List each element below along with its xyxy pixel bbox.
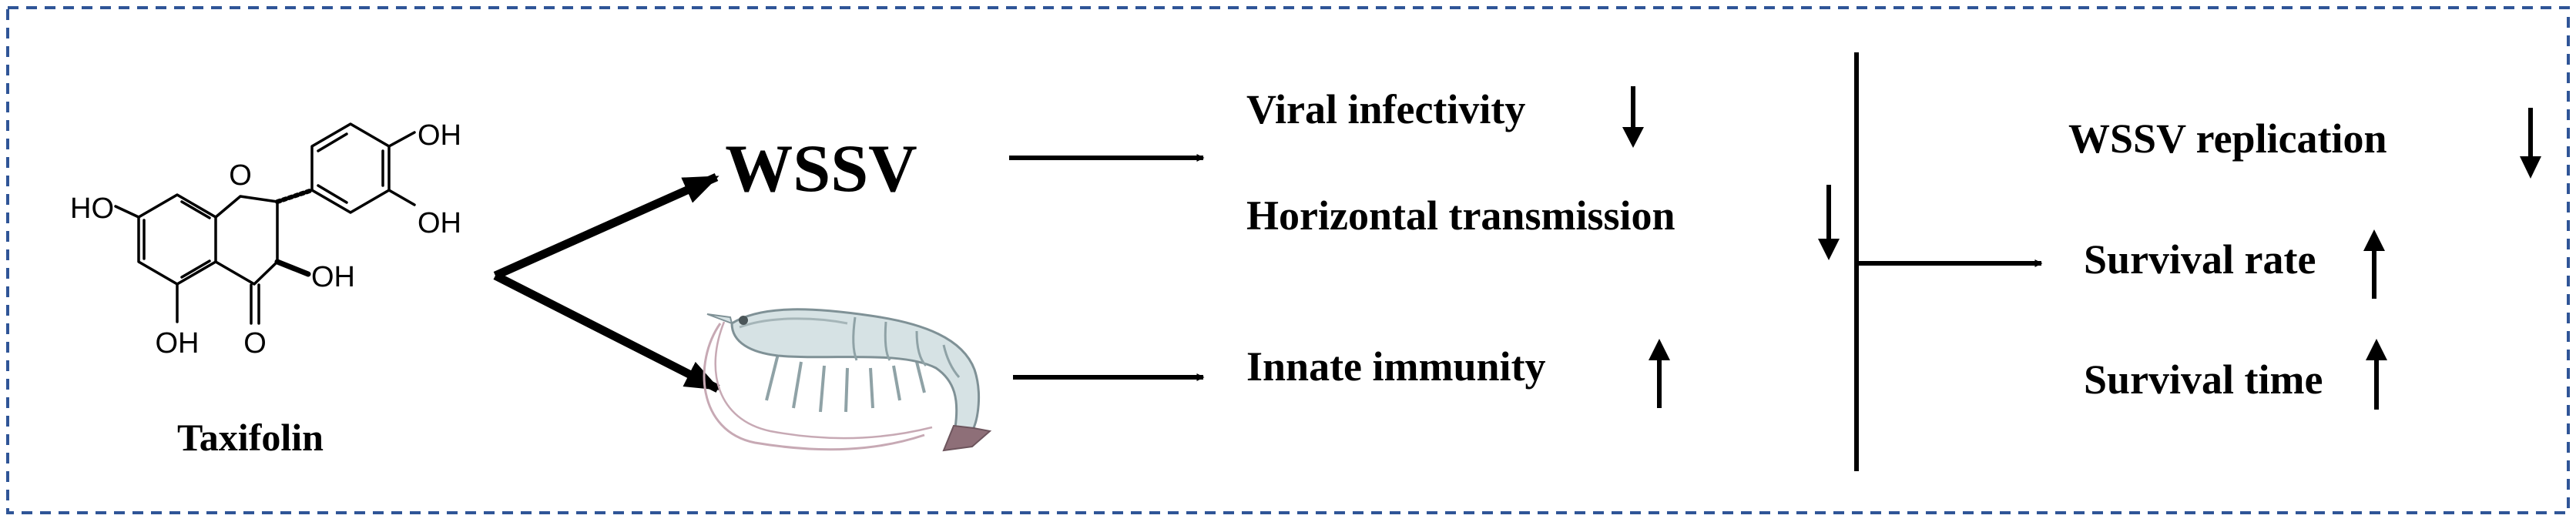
atom-label-7-ho: HO bbox=[70, 192, 114, 225]
up-arrow-icon bbox=[2363, 229, 2385, 299]
molecule-atom-labels: HO OH OH O OH OH O bbox=[70, 119, 461, 360]
down-arrow-icon bbox=[2520, 108, 2541, 179]
diagram-frame bbox=[6, 6, 2570, 514]
atom-label-b-oh-top: OH bbox=[418, 119, 461, 152]
outcome-survival-time: Survival time bbox=[2084, 356, 2323, 403]
branch-arrow-to-wssv bbox=[493, 172, 719, 280]
effect-horizontal-transmission: Horizontal transmission bbox=[1246, 192, 1675, 239]
atom-label-carbonyl-oxygen: O bbox=[243, 327, 267, 360]
up-arrow-icon bbox=[1649, 339, 1670, 408]
atom-label-3-oh: OH bbox=[311, 261, 355, 293]
outcome-wssv-replication: WSSV replication bbox=[2068, 115, 2387, 162]
outcome-survival-rate: Survival rate bbox=[2084, 236, 2316, 283]
wssv-label: WSSV bbox=[725, 132, 917, 206]
atom-label-ring-oxygen: O bbox=[229, 159, 252, 192]
taxifolin-structure bbox=[114, 122, 416, 325]
shrimp-illustration bbox=[703, 308, 992, 452]
atom-label-5-oh: OH bbox=[156, 327, 200, 360]
molecule-name: Taxifolin bbox=[177, 416, 324, 459]
branch-arrow-to-shrimp bbox=[493, 272, 721, 393]
down-arrow-icon bbox=[1622, 86, 1644, 148]
up-arrow-icon bbox=[2366, 339, 2387, 410]
atom-label-b-oh-bottom: OH bbox=[418, 207, 461, 239]
effect-innate-immunity: Innate immunity bbox=[1246, 343, 1546, 390]
down-arrow-icon bbox=[1818, 185, 1840, 260]
effect-viral-infectivity: Viral infectivity bbox=[1246, 86, 1525, 132]
